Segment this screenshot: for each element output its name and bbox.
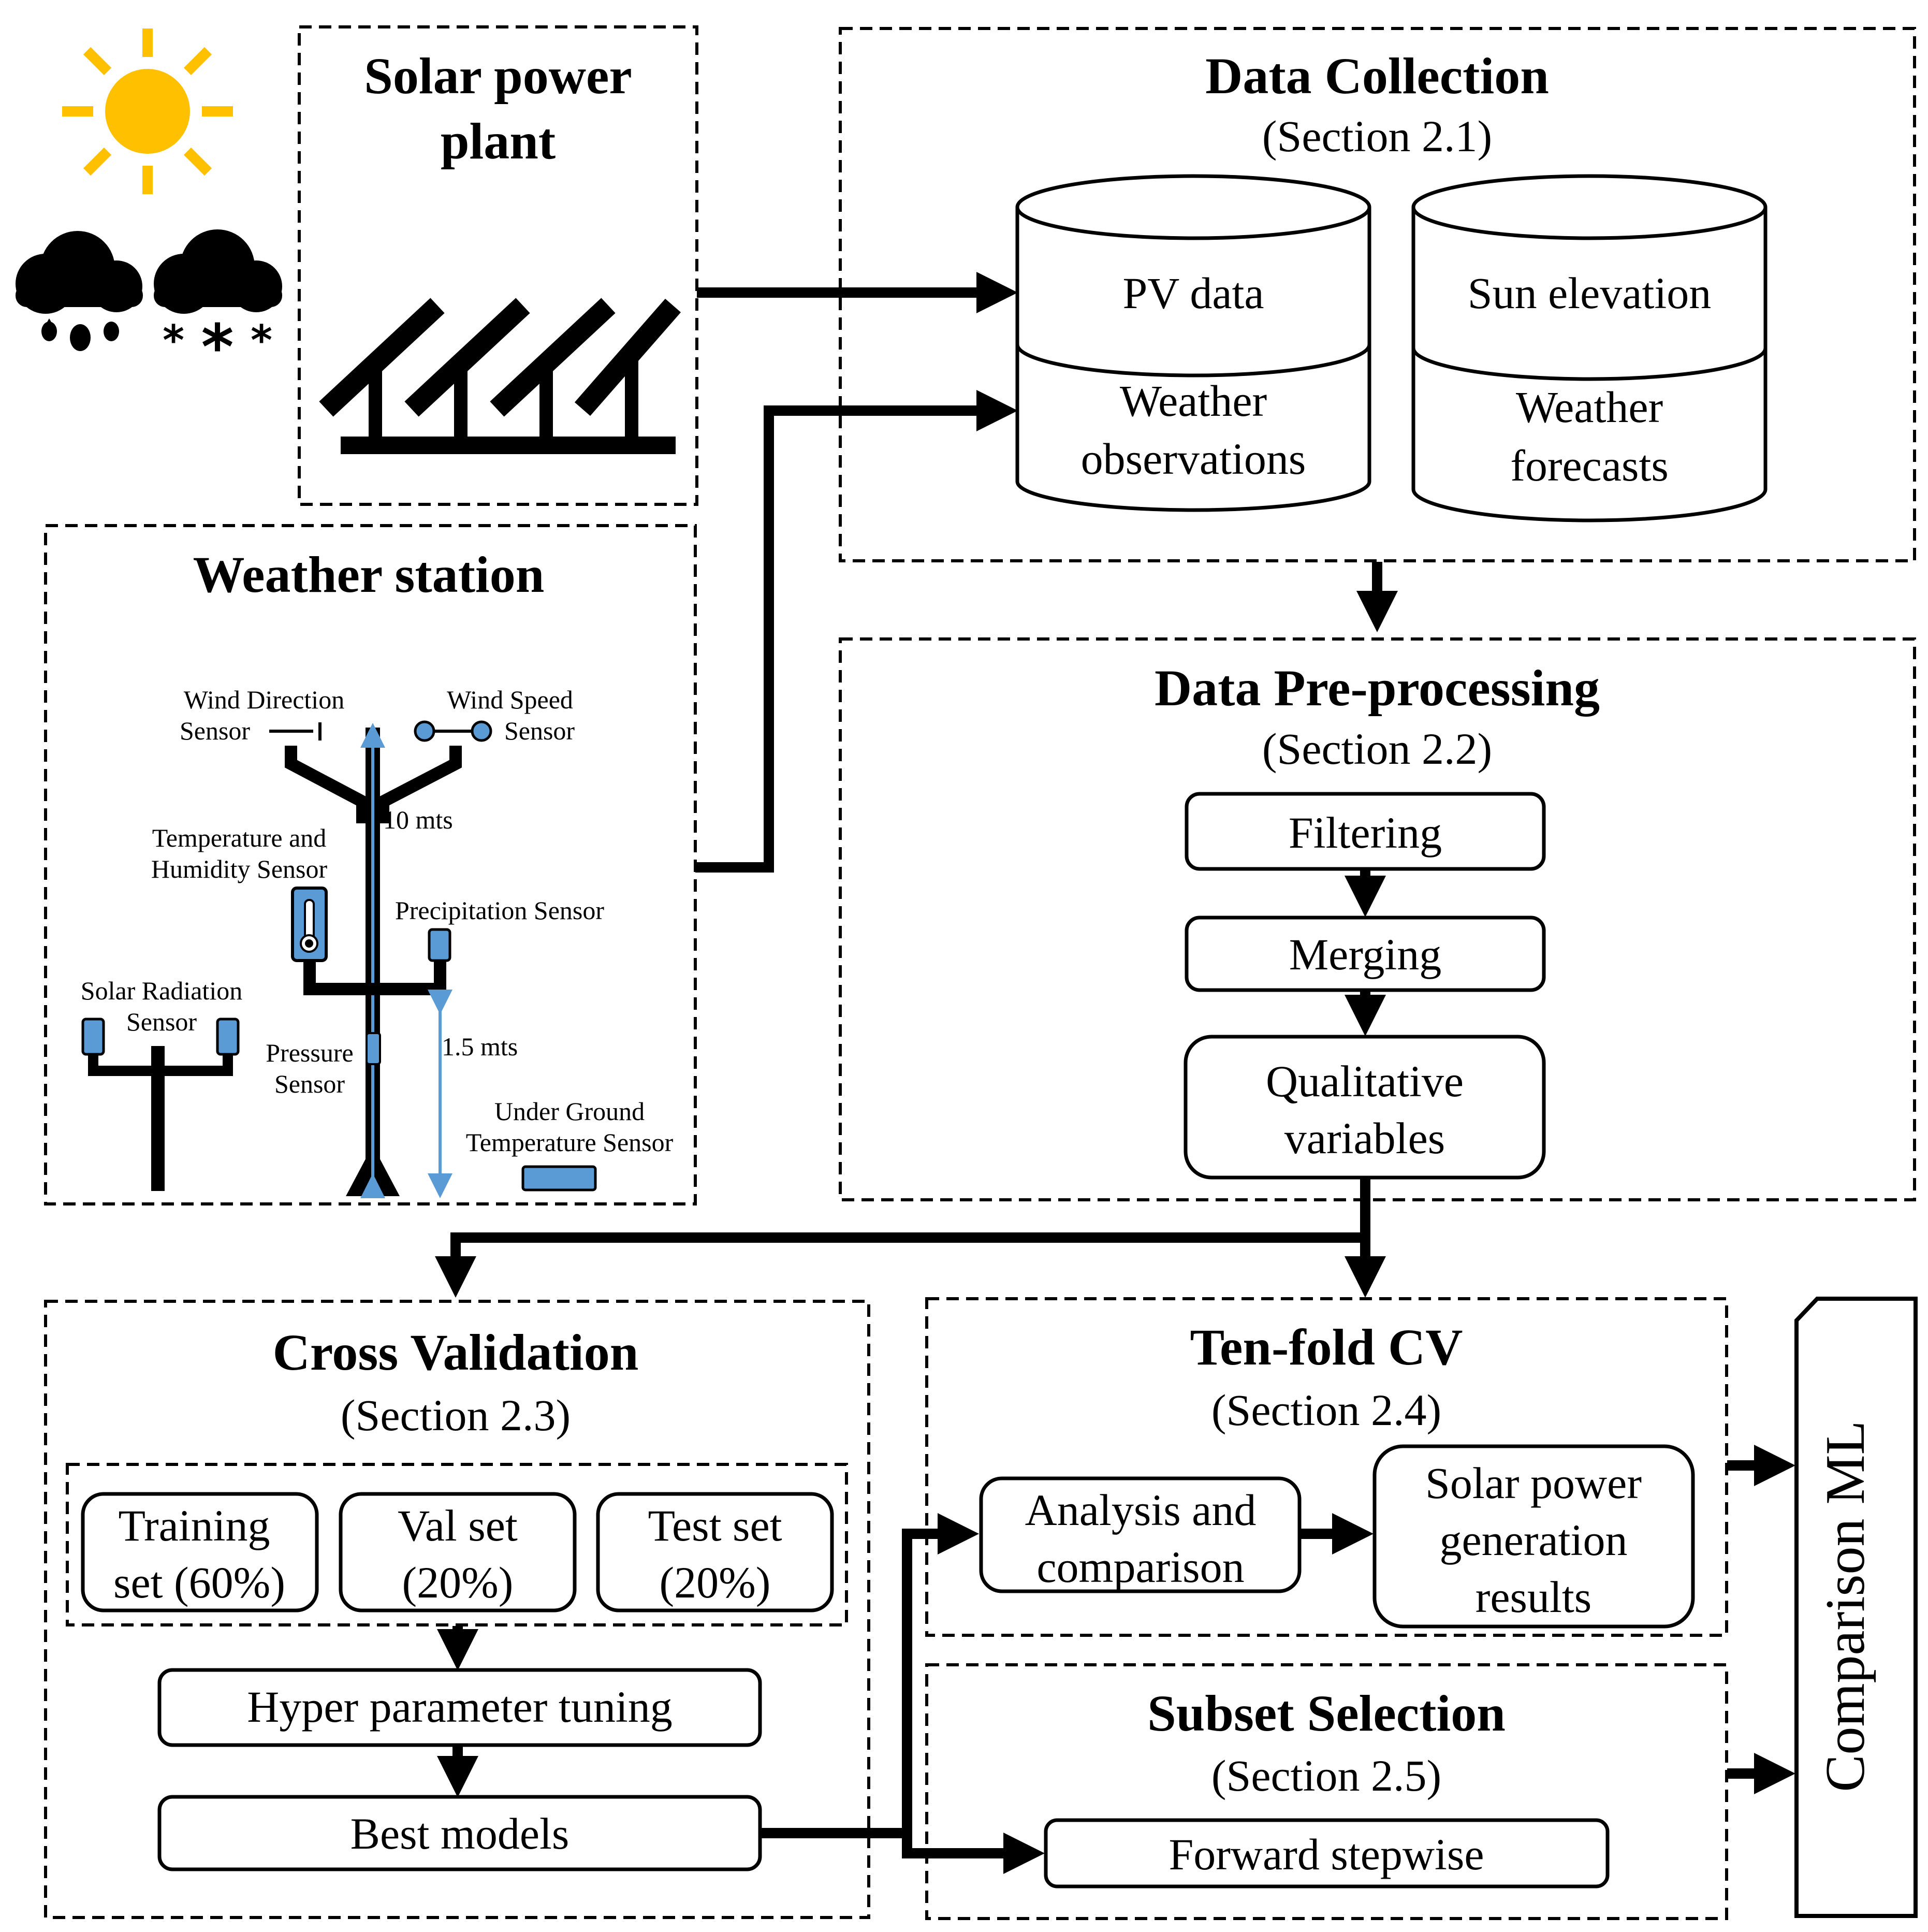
tuning-label: Hyper parameter tuning	[247, 1682, 672, 1732]
qualitative-label-1: Qualitative	[1266, 1056, 1464, 1106]
temp-label-2: Humidity Sensor	[151, 854, 328, 883]
qualitative-label-2: variables	[1284, 1113, 1445, 1163]
db2-bottom-label-1: Weather	[1516, 382, 1663, 432]
val-set-box	[339, 1492, 577, 1613]
training-set-label-2: set (60%)	[113, 1558, 285, 1607]
database-icon	[1015, 174, 1371, 512]
merging-label: Merging	[1289, 929, 1442, 979]
merging-box	[1185, 916, 1546, 992]
cross-validation-panel	[44, 1300, 870, 1919]
data-split-group	[66, 1463, 848, 1626]
solar-radiation-sensor	[81, 1018, 240, 1191]
db1-top-label: PV data	[1122, 268, 1264, 318]
test-set-label-2: (20%)	[660, 1558, 771, 1607]
db2-top-label: Sun elevation	[1468, 268, 1712, 318]
data-collection-title: Data Collection	[1205, 47, 1549, 105]
height-10-label: 10 mts	[383, 805, 453, 834]
results-box	[1372, 1444, 1695, 1629]
comparison-ml-label: Comparison ML	[1815, 1421, 1876, 1792]
analysis-box	[979, 1476, 1302, 1593]
forward-stepwise-box	[1044, 1818, 1610, 1889]
pressure-label-1: Pressure	[266, 1038, 353, 1067]
db1-bottom-label-2: observations	[1081, 434, 1306, 484]
best-models-label: Best models	[350, 1809, 569, 1858]
data-collection-panel	[839, 27, 1916, 562]
snow-cloud-icon: * * *	[154, 229, 282, 384]
tenfold-section: (Section 2.4)	[1211, 1385, 1441, 1435]
filtering-label: Filtering	[1289, 808, 1442, 858]
analysis-label-2: comparison	[1036, 1542, 1244, 1592]
tenfold-panel	[925, 1297, 1728, 1637]
solar-plant-panel	[298, 25, 698, 506]
rain-cloud-icon	[16, 231, 143, 351]
val-set-label-1: Val set	[398, 1501, 518, 1550]
db2-bottom-label-2: forecasts	[1510, 441, 1669, 490]
forward-stepwise-label: Forward stepwise	[1169, 1829, 1484, 1879]
results-label-3: results	[1476, 1572, 1592, 1622]
cross-validation-section: (Section 2.3)	[341, 1390, 571, 1440]
comparison-ml-box	[1794, 1297, 1918, 1918]
wind-speed-label-1: Wind Speed	[447, 685, 573, 714]
cross-validation-title: Cross Validation	[273, 1324, 639, 1381]
precipitation-label: Precipitation Sensor	[395, 896, 604, 925]
svg-text:*: *	[163, 316, 184, 365]
svg-text:*: *	[201, 312, 234, 384]
thermometer-icon	[291, 887, 328, 962]
temp-label-1: Temperature and	[152, 823, 327, 852]
qualitative-box	[1184, 1035, 1546, 1180]
results-label-2: generation	[1440, 1515, 1628, 1565]
height-15-label: 1.5 mts	[442, 1032, 518, 1061]
test-set-label-1: Test set	[648, 1501, 782, 1550]
solar-plant-title-2: plant	[441, 112, 556, 170]
wind-speed-label-2: Sensor	[504, 716, 575, 745]
solar-plant-title-1: Solar power	[364, 47, 632, 105]
flow-arrows	[435, 272, 1795, 1874]
db1-bottom-label-1: Weather	[1120, 376, 1267, 426]
pressure-label-2: Sensor	[274, 1069, 345, 1098]
solar-radiation-label-2: Sensor	[126, 1007, 197, 1036]
val-set-label-2: (20%)	[402, 1558, 514, 1607]
preprocessing-panel	[839, 637, 1916, 1201]
training-set-box	[81, 1492, 319, 1613]
subset-section: (Section 2.5)	[1211, 1751, 1441, 1800]
filtering-box	[1185, 792, 1546, 871]
sun-icon	[62, 28, 233, 194]
underground-temperature-sensor	[521, 1165, 597, 1192]
test-set-box	[596, 1492, 834, 1613]
weather-station-title: Weather station	[193, 546, 545, 603]
analysis-label-1: Analysis and	[1025, 1485, 1257, 1535]
subset-title: Subset Selection	[1147, 1684, 1506, 1742]
wind-direction-label-1: Wind Direction	[184, 685, 344, 714]
wind-direction-label-2: Sensor	[180, 716, 250, 745]
solar-panels-icon	[319, 298, 681, 454]
subset-panel	[925, 1663, 1728, 1920]
weather-mast	[269, 720, 492, 1198]
results-label-1: Solar power	[1425, 1458, 1642, 1508]
data-collection-section: (Section 2.1)	[1262, 111, 1492, 161]
underground-label-1: Under Ground	[494, 1097, 645, 1126]
solar-radiation-label-1: Solar Radiation	[81, 976, 242, 1005]
training-set-label-1: Training	[118, 1501, 270, 1550]
preprocessing-section: (Section 2.2)	[1262, 724, 1492, 774]
database-icon	[1411, 174, 1768, 522]
preprocessing-title: Data Pre-processing	[1155, 659, 1600, 717]
precipitation-sensor	[428, 928, 451, 962]
svg-text:*: *	[251, 316, 272, 365]
underground-label-2: Temperature Sensor	[466, 1128, 674, 1157]
tenfold-title: Ten-fold CV	[1190, 1318, 1463, 1376]
